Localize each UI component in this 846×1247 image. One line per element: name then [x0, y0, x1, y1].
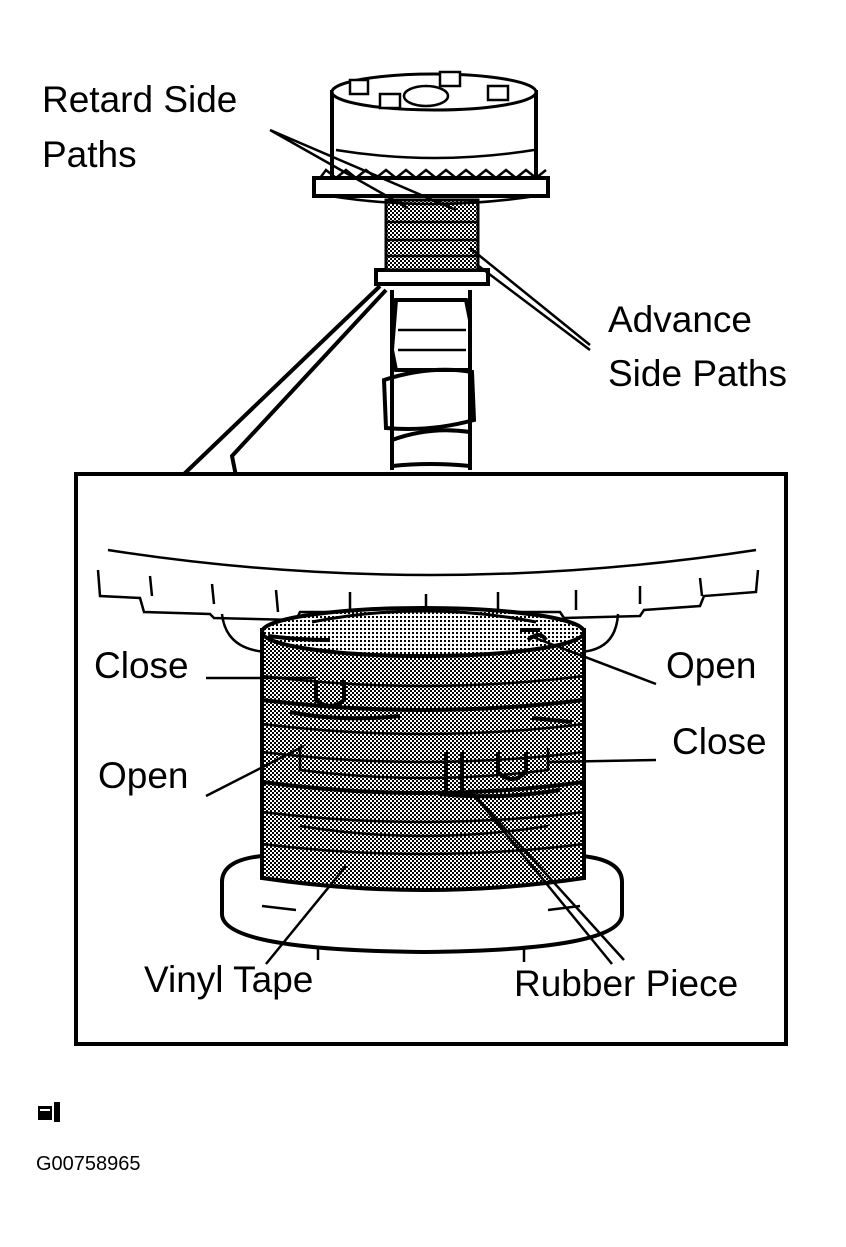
pulley-bolts: [348, 70, 510, 110]
label-vinyl-tape: Vinyl Tape: [144, 959, 313, 1000]
leader-open-right: [529, 634, 657, 686]
cam-lobe: [381, 367, 477, 431]
zoom-lines: [180, 284, 388, 478]
lower-flange: [374, 268, 490, 286]
leader-vinyl-tape: [265, 865, 347, 965]
oil-path-journal: [384, 198, 480, 272]
figure-id: G00758965: [36, 1153, 141, 1175]
label-advance-side-line1: Advance: [608, 299, 752, 340]
rubber-piece-bottom: [496, 752, 528, 781]
leader-rubber-piece: [469, 789, 625, 965]
label-retard-side-line1: Retard Side: [42, 79, 237, 120]
detail-journal: [96, 548, 760, 965]
label-close-right: Close: [672, 721, 767, 762]
label-retard-side-line2: Paths: [42, 134, 137, 175]
label-close-left: Close: [94, 645, 189, 686]
retard-leader-lines: [269, 128, 457, 212]
timing-gear-ring: [312, 176, 550, 198]
gear-arc: [107, 548, 757, 577]
camshaft-assembly: [180, 70, 591, 478]
label-advance-side-line2: Side Paths: [608, 353, 787, 394]
page-mark-icon: [38, 1102, 60, 1122]
journal-cylinder: [260, 628, 586, 892]
label-rubber-piece: Rubber Piece: [514, 963, 738, 1004]
label-open-right: Open: [666, 645, 757, 686]
label-open-left: Open: [98, 755, 189, 796]
leader-open-left: [205, 744, 305, 798]
camshaft-shaft: [390, 290, 472, 470]
rubber-piece-top: [314, 680, 346, 708]
leader-close-right: [547, 758, 657, 764]
advance-leader-lines: [469, 247, 591, 351]
